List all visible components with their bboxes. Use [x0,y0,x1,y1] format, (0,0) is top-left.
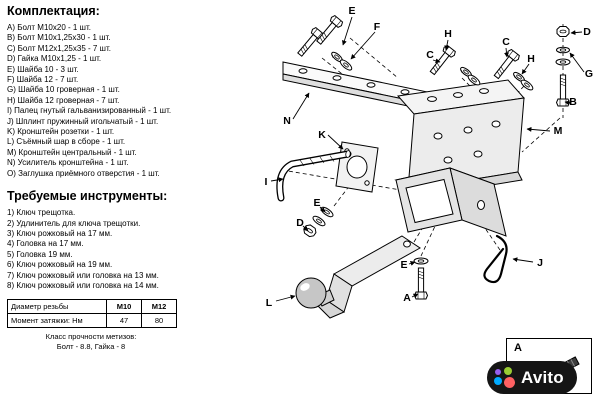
kit-item: A) Болт М10х20 - 1 шт. [7,23,91,32]
part-bent-pin [276,150,352,202]
table-header-diameter: Диаметр резьбы [7,299,107,315]
diagram-callout: A [403,292,411,304]
tool-item: 1) Ключ трещотка. [7,208,76,218]
washer-icon [311,214,327,228]
tow-ball [295,277,327,309]
washer-icon [413,257,429,265]
diagram-callout: G [585,68,593,80]
table-cell-m12-value: 80 [141,313,177,329]
kit-item: O) Заглушка приёмного отверстия - 1 шт. [7,168,160,178]
kit-title: Комплектация: [7,4,100,18]
diagram-callout: N [283,115,291,127]
receiver-tube [394,167,507,237]
nut-icon [556,26,570,37]
table-row-torque-label: Момент затяжки: Нм [7,313,107,329]
diagram-callout: F [374,21,381,33]
kit-item: C) Болт М12х1,25х35 - 7 шт. [7,43,111,53]
diagram-callout: J [537,257,543,269]
part-socket-bracket [335,141,379,193]
diagram-callout: E [400,259,407,271]
diagram-callout: C [426,49,434,61]
tools-list: 1) Ключ трещотка. 2) Удлинитель для ключ… [7,208,180,291]
kit-item: M) Кронштейн центральный - 1 шт. [7,147,137,157]
avito-wordmark: Avito [521,367,564,387]
washer-icon [555,58,571,66]
part-spring-clip [483,234,508,284]
callout-labels: E F H C C H D G B N K I M E D L J E A [265,5,594,309]
kit-list: A) Болт М10х20 - 1 шт. B) Болт М10х1,25х… [7,23,180,179]
washer-icon [319,205,335,219]
text-column: Комплектация: A) Болт М10х20 - 1 шт. B) … [7,4,180,351]
tool-item: 2) Удлинитель для ключа трещотки. [7,218,141,228]
tool-item: 8) Ключ рожковый или головка на 14 мм. [7,280,159,290]
tool-item: 7) Ключ рожковый или головка на 13 мм. [7,270,159,280]
strength-note-line2: Болт - 8.8, Гайка - 8 [56,341,126,351]
strength-note-line1: Класс прочности метизов: [45,332,137,342]
kit-item: N) Усилитель кронштейна - 1 шт. [7,158,129,168]
tool-item: 5) Головка 19 мм. [7,249,73,259]
tool-item: 6) Ключ рожковый на 19 мм. [7,260,113,270]
inset-label: A [514,342,522,354]
kit-item: B) Болт М10х1,25х30 - 1 шт. [7,33,111,43]
kit-item: G) Шайба 10 гроверная - 1 шт. [7,85,120,95]
kit-item: J) Шплинт пружинный игольчатый - 1 шт. [7,116,159,126]
spring-washer-icon [556,46,570,54]
table-cell-m10-value: 47 [106,313,142,329]
avito-logo-icon [493,366,516,389]
kit-item: F) Шайба 12 - 7 шт. [7,75,79,85]
bolt-icon [556,74,570,107]
callout-arrows [270,16,585,302]
kit-item: K) Кронштейн розетки - 1 шт. [7,127,115,137]
washer-icon [519,77,535,93]
kit-item: D) Гайка М10х1,25 - 1 шт. [7,54,102,64]
kit-item: I) Палец гнутый гальванизированный - 1 ш… [7,106,172,116]
diagram-callout: M [554,125,563,137]
diagram-callout: H [527,53,535,65]
tools-title: Требуемые инструменты: [7,189,168,204]
tool-item: 4) Головка на 17 мм. [7,239,84,249]
diagram-callout: D [296,217,304,229]
diagram-callout: H [444,28,452,40]
kit-item: H) Шайба 12 гроверная - 7 шт. [7,95,120,105]
diagram-callout: E [348,5,355,17]
diagram-callout: B [569,96,577,108]
kit-item: L) Съёмный шар в сборе - 1 шт. [7,137,126,147]
table-header-m10: М10 [106,299,142,315]
diagram-callout: E [313,197,320,209]
tool-item: 3) Ключ рожковый на 17 мм. [7,228,113,238]
nut-icon [301,222,319,239]
diagram-callout: K [318,129,326,141]
avito-watermark: Avito [487,361,577,394]
kit-item: E) Шайба 10 - 3 шт. [7,64,79,74]
diagram-callout: D [583,26,591,38]
exploded-view-diagram: E F H C C H D G B N K I M E D L J E A [265,5,594,319]
strength-note: Класс прочности метизов: Болт - 8.8, Гай… [7,332,175,351]
diagram-callout: I [265,176,268,188]
torque-table: Диаметр резьбы М10 М12 Момент затяжки: Н… [7,299,177,329]
diagram-callout: C [502,36,510,48]
part-ball-mount [295,235,421,319]
washer-icon [338,57,354,73]
part-central-bracket [394,79,525,237]
diagram-callout: L [266,297,273,309]
